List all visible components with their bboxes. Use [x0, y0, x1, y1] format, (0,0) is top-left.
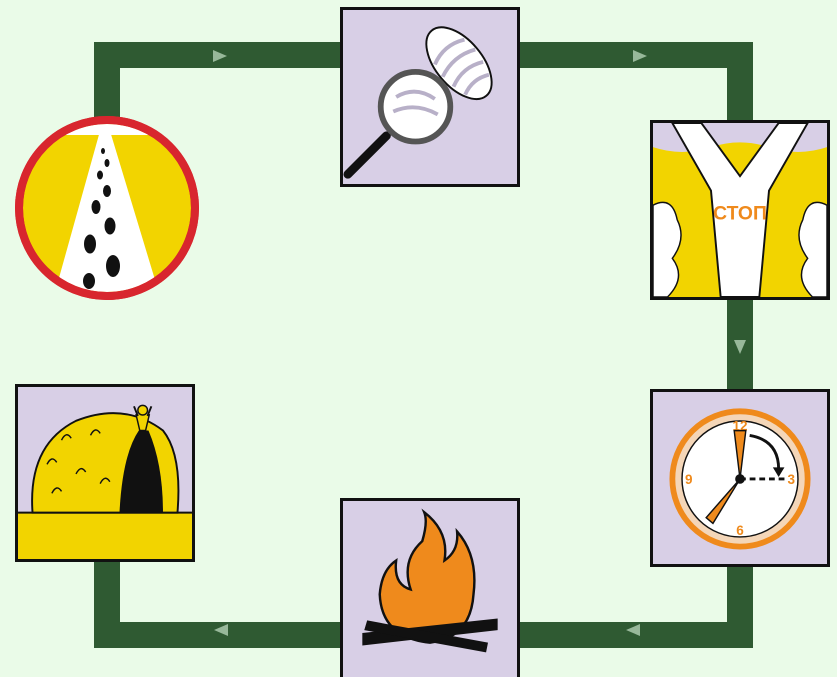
magnifier-footprint-icon [343, 26, 493, 179]
clock-numeral-12: 12 [732, 419, 747, 434]
stop-fork-tile: СТОП [650, 120, 830, 300]
magnifier-tile [340, 7, 520, 187]
arrow-right-icon [213, 50, 227, 62]
arrow-down-icon [734, 340, 746, 354]
hay-shelter-icon [18, 404, 192, 559]
footprints-road-icon [15, 116, 199, 300]
stop-sign-label: СТОП [713, 204, 767, 225]
arrow-left-icon [626, 624, 640, 636]
clock-numeral-3: 3 [787, 472, 795, 487]
campfire-tile [340, 498, 520, 677]
clock-numeral-6: 6 [736, 523, 744, 538]
campfire-icon [362, 508, 498, 653]
clock-icon: 12 3 6 9 [669, 408, 811, 550]
arrow-right-icon [633, 50, 647, 62]
hay-shelter-tile [15, 384, 195, 562]
direction-arrows [213, 50, 746, 636]
clock-tile: 12 3 6 9 [650, 389, 830, 567]
stop-fork-icon: СТОП [653, 123, 827, 297]
clock-numeral-9: 9 [685, 472, 693, 487]
arrow-left-icon [214, 624, 228, 636]
